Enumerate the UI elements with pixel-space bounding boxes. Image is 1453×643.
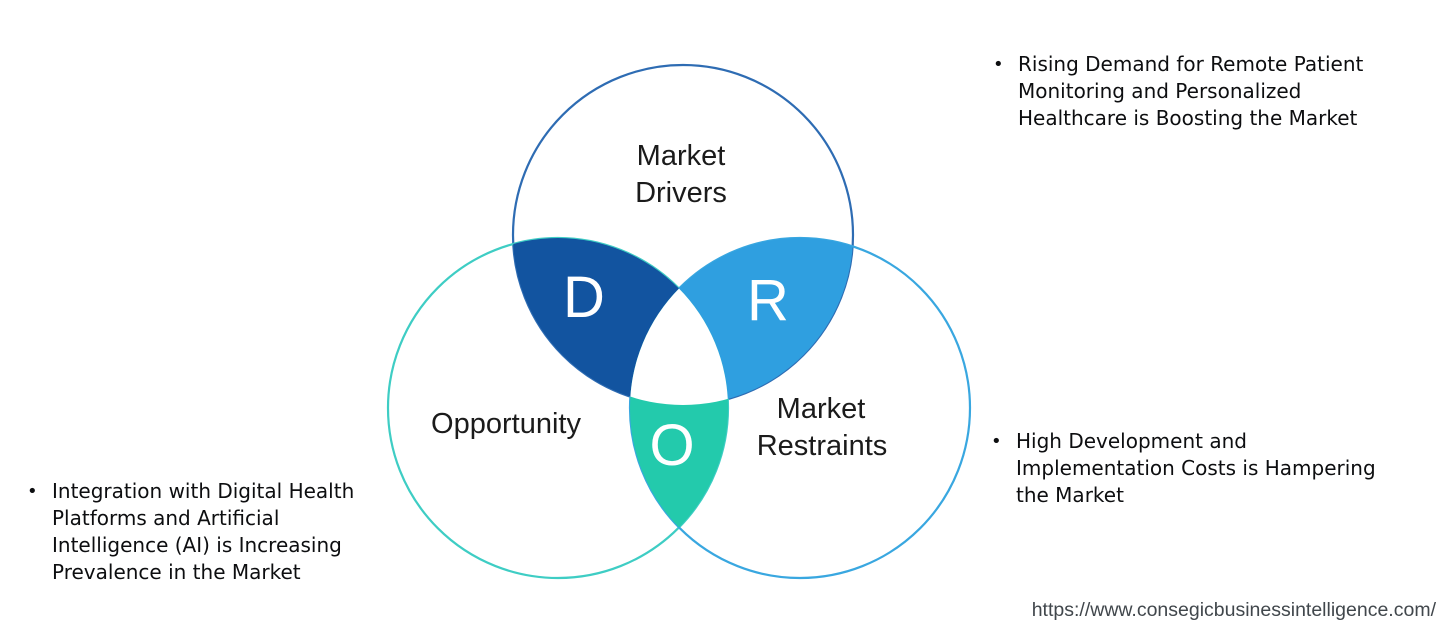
drivers-note: • Rising Demand for Remote Patient Monit… <box>988 51 1363 132</box>
note-line: Intelligence (AI) is Increasing <box>52 533 342 557</box>
drivers-label-line2: Drivers <box>635 177 727 209</box>
drivers-note-text: Rising Demand for Remote Patient Monitor… <box>1018 51 1363 132</box>
note-line: High Development and <box>1016 429 1247 453</box>
restraints-letter: R <box>747 268 789 333</box>
restraints-label-line1: Market <box>777 393 866 425</box>
note-line: Monitoring and Personalized <box>1018 79 1302 103</box>
restraints-overlap-region <box>630 238 853 405</box>
restraints-note: • High Development and Implementation Co… <box>986 428 1376 509</box>
note-line: Implementation Costs is Hampering <box>1016 456 1376 480</box>
restraints-label-line2: Restraints <box>757 430 888 462</box>
bullet-icon: • <box>991 431 1002 452</box>
bullet-icon: • <box>27 481 38 502</box>
source-url: https://www.consegicbusinessintelligence… <box>1031 599 1436 621</box>
drivers-overlap-region <box>513 238 728 405</box>
note-line: Integration with Digital Health <box>52 479 355 503</box>
note-line: Platforms and Artificial <box>52 506 280 530</box>
opportunity-label: Opportunity <box>431 408 581 440</box>
opportunity-note: • Integration with Digital Health Platfo… <box>22 478 354 586</box>
bullet-icon: • <box>993 54 1004 75</box>
note-line: Rising Demand for Remote Patient <box>1018 52 1364 76</box>
drivers-label-line1: Market <box>637 140 726 172</box>
note-line: Prevalence in the Market <box>52 560 301 584</box>
drivers-letter: D <box>563 265 605 330</box>
note-line: the Market <box>1016 483 1124 507</box>
opportunity-letter: O <box>649 413 694 478</box>
opportunity-note-text: Integration with Digital Health Platform… <box>52 478 354 586</box>
note-line: Healthcare is Boosting the Market <box>1018 106 1358 130</box>
restraints-note-text: High Development and Implementation Cost… <box>1016 428 1376 509</box>
